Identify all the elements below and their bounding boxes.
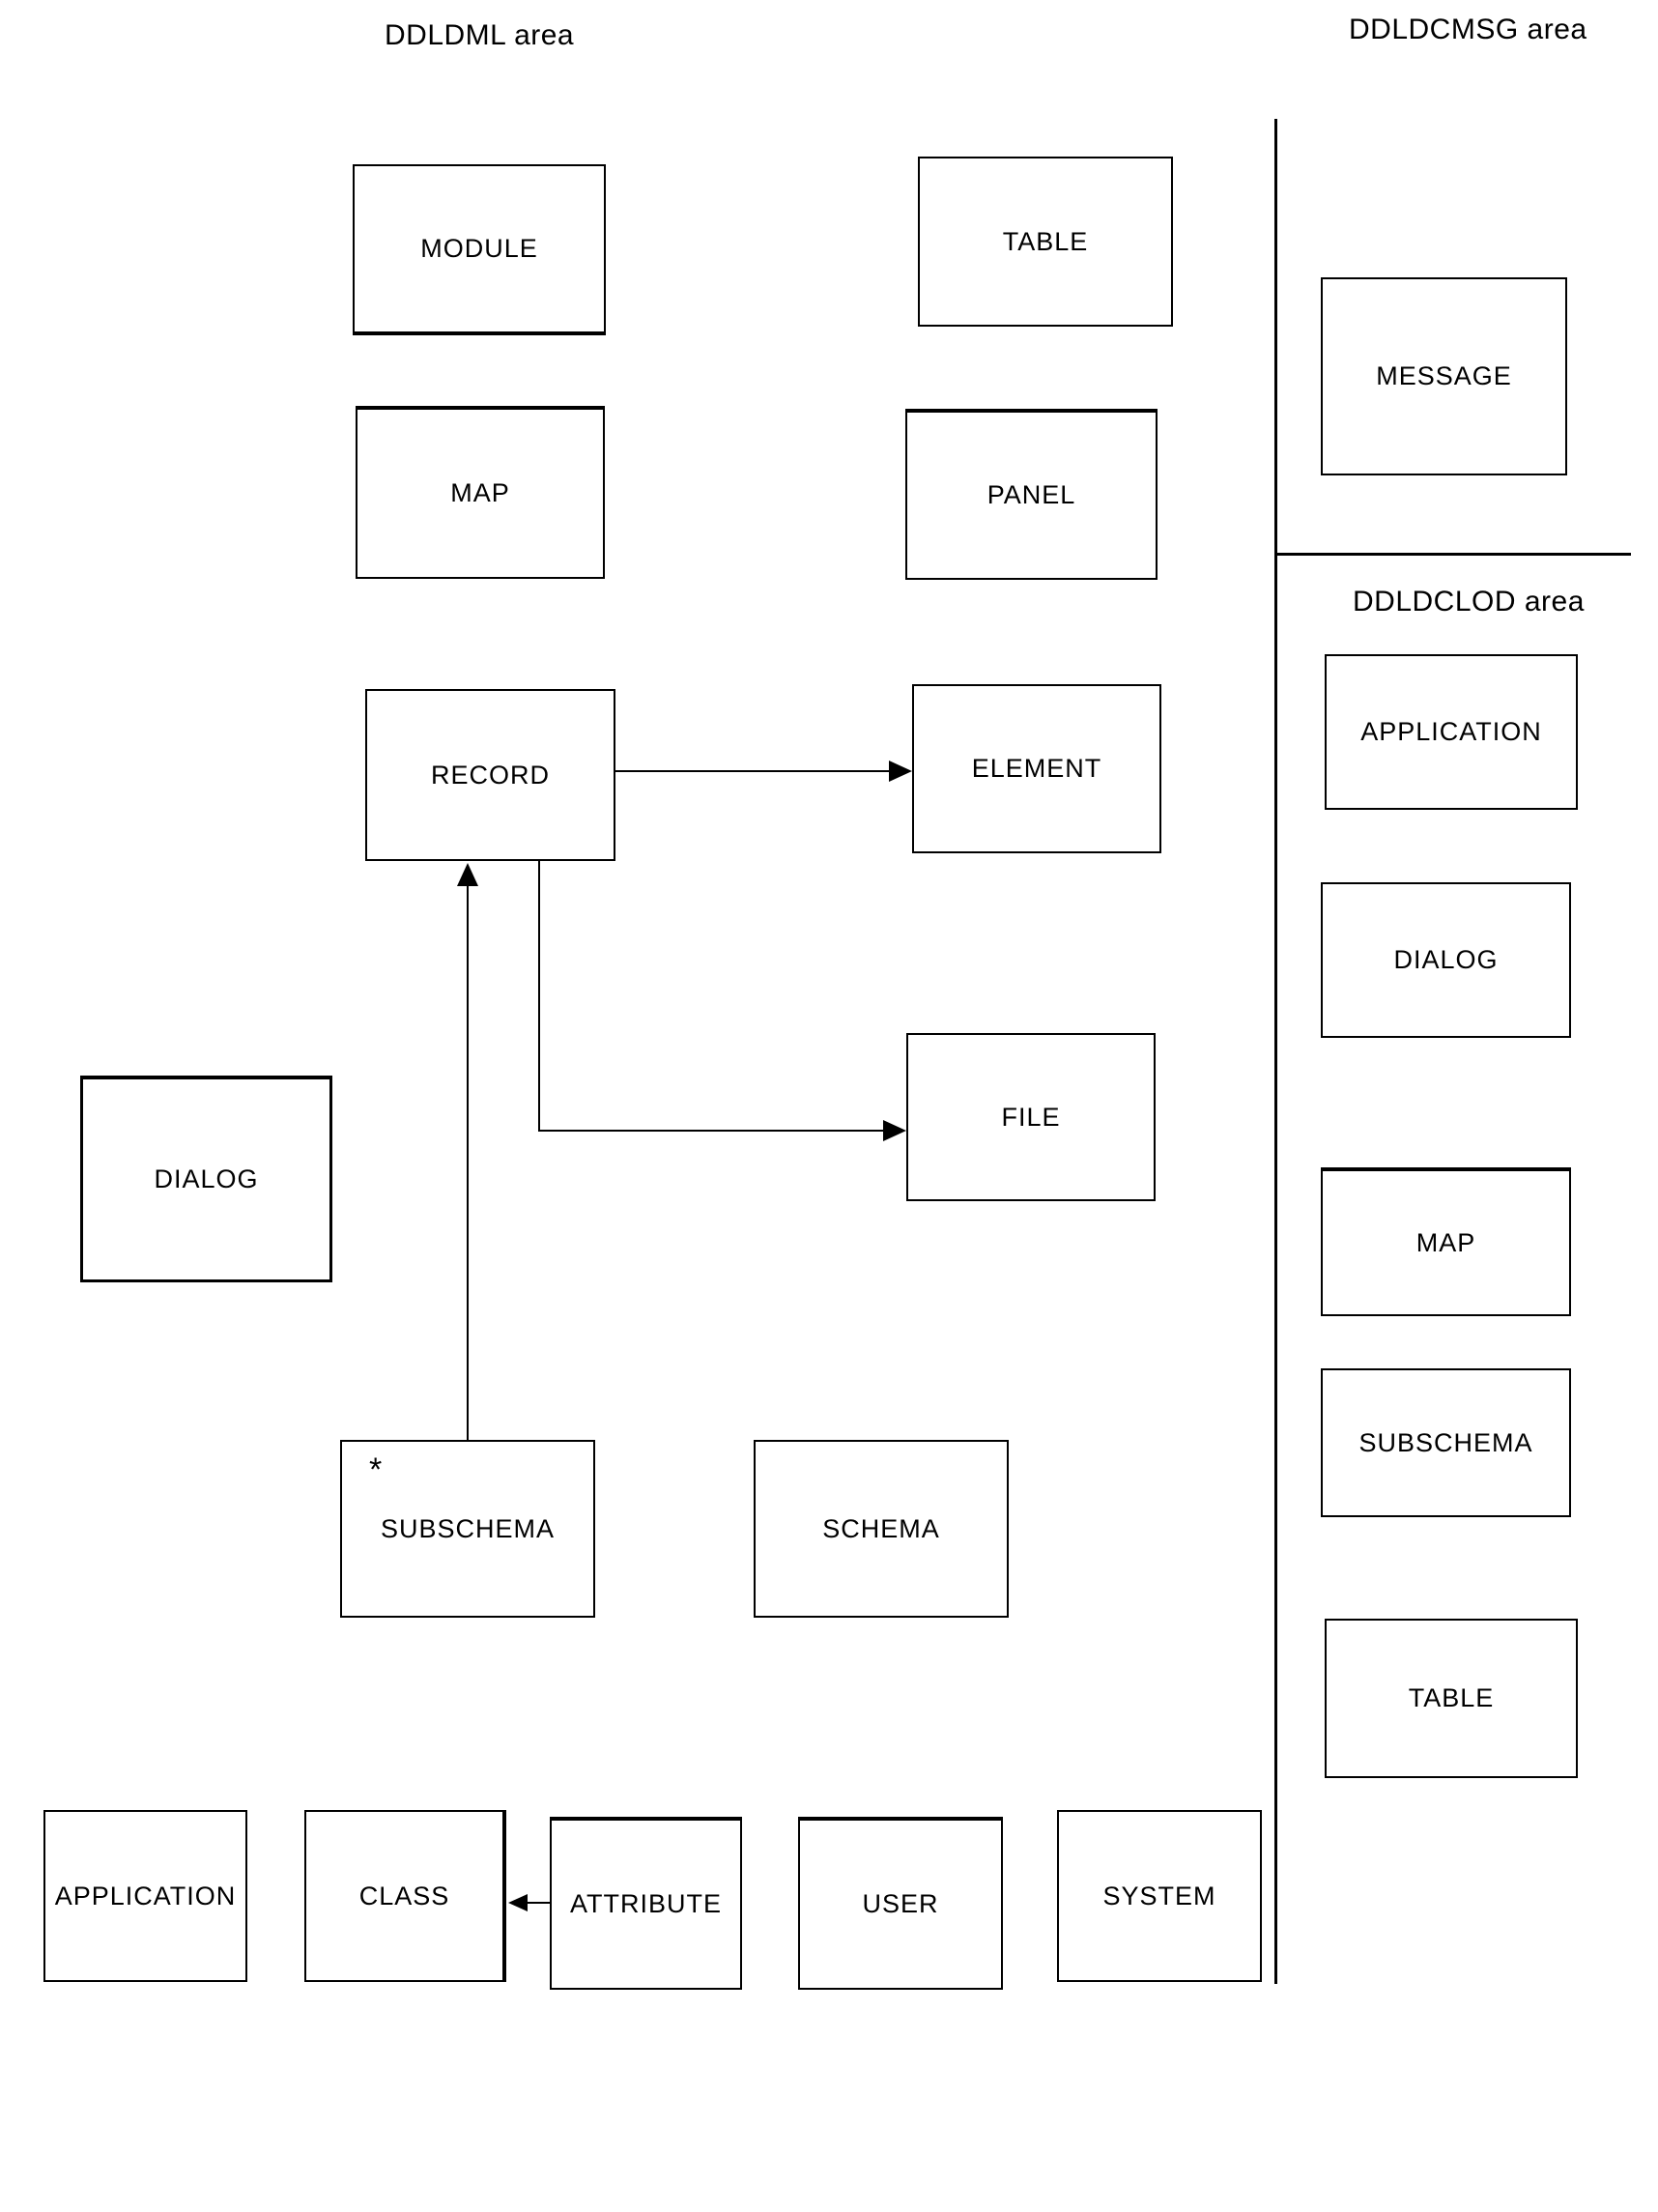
record-to-file-arrowhead-icon bbox=[883, 1120, 906, 1141]
area-title-ddldml: DDLDML area bbox=[385, 19, 575, 51]
entity-label-subschema-right: SUBSCHEMA bbox=[1358, 1427, 1533, 1457]
entity-label-class: CLASS bbox=[358, 1881, 450, 1910]
attribute-to-class-arrowhead-icon bbox=[508, 1894, 528, 1911]
entity-box-dialog-right: DIALOG bbox=[1321, 882, 1571, 1038]
entity-label-panel: PANEL bbox=[986, 480, 1076, 509]
area-title-ddldcmsg: DDLDCMSG area bbox=[1349, 14, 1587, 45]
entity-box-application-right: APPLICATION bbox=[1325, 654, 1578, 810]
record-to-element-connector-line bbox=[615, 770, 891, 772]
entity-label-schema: SCHEMA bbox=[822, 1513, 940, 1543]
entity-label-record: RECORD bbox=[430, 760, 550, 790]
entity-box-record: RECORD bbox=[365, 689, 615, 861]
entity-label-application-bottom: APPLICATION bbox=[54, 1881, 237, 1910]
entity-box-user: USER bbox=[798, 1817, 1003, 1990]
attribute-to-class-connector-line bbox=[526, 1902, 550, 1904]
entity-box-subschema: * SUBSCHEMA bbox=[340, 1440, 595, 1618]
entity-box-subschema-right: SUBSCHEMA bbox=[1321, 1368, 1571, 1517]
entity-box-panel: PANEL bbox=[905, 409, 1158, 580]
entity-label-table: TABLE bbox=[1002, 226, 1089, 256]
entity-box-table-right: TABLE bbox=[1325, 1619, 1578, 1778]
entity-box-attribute: ATTRIBUTE bbox=[550, 1817, 742, 1990]
entity-box-map-right: MAP bbox=[1321, 1167, 1571, 1316]
entity-box-file: FILE bbox=[906, 1033, 1156, 1201]
entity-label-map: MAP bbox=[450, 478, 510, 507]
horizontal-area-divider bbox=[1277, 553, 1631, 556]
entity-box-map: MAP bbox=[356, 406, 605, 579]
entity-label-table-right: TABLE bbox=[1408, 1683, 1495, 1712]
entity-label-map-right: MAP bbox=[1415, 1227, 1476, 1257]
entity-box-class: CLASS bbox=[304, 1810, 506, 1982]
entity-label-system: SYSTEM bbox=[1102, 1881, 1216, 1910]
record-to-file-connector-horizontal-line bbox=[538, 1130, 885, 1132]
entity-box-schema: SCHEMA bbox=[754, 1440, 1009, 1618]
entity-box-dialog: DIALOG bbox=[80, 1076, 332, 1282]
record-to-file-connector-vertical-line bbox=[538, 861, 540, 1132]
vertical-area-divider bbox=[1274, 119, 1277, 1984]
subschema-to-record-connector-line bbox=[467, 884, 469, 1440]
entity-box-message: MESSAGE bbox=[1321, 277, 1567, 475]
entity-label-subschema: SUBSCHEMA bbox=[380, 1513, 556, 1543]
subschema-to-record-arrowhead-icon bbox=[457, 863, 478, 886]
entity-label-file: FILE bbox=[1001, 1102, 1061, 1132]
entity-box-application-bottom: APPLICATION bbox=[43, 1810, 247, 1982]
entity-label-application-right: APPLICATION bbox=[1360, 717, 1542, 746]
subschema-asterisk-annotation: * bbox=[369, 1451, 384, 1488]
entity-box-system: SYSTEM bbox=[1057, 1810, 1262, 1982]
entity-label-dialog-right: DIALOG bbox=[1393, 945, 1499, 974]
entity-box-element: ELEMENT bbox=[912, 684, 1161, 853]
entity-box-table: TABLE bbox=[918, 157, 1173, 327]
entity-label-message: MESSAGE bbox=[1376, 361, 1512, 390]
entity-label-module: MODULE bbox=[420, 234, 538, 263]
entity-label-user: USER bbox=[862, 1889, 939, 1918]
entity-label-attribute: ATTRIBUTE bbox=[570, 1889, 722, 1918]
entity-label-dialog: DIALOG bbox=[154, 1164, 259, 1193]
record-to-element-arrowhead-icon bbox=[889, 761, 912, 782]
area-title-ddldclod: DDLDCLOD area bbox=[1353, 586, 1585, 618]
entity-box-module: MODULE bbox=[353, 164, 606, 335]
entity-label-element: ELEMENT bbox=[971, 754, 1102, 783]
